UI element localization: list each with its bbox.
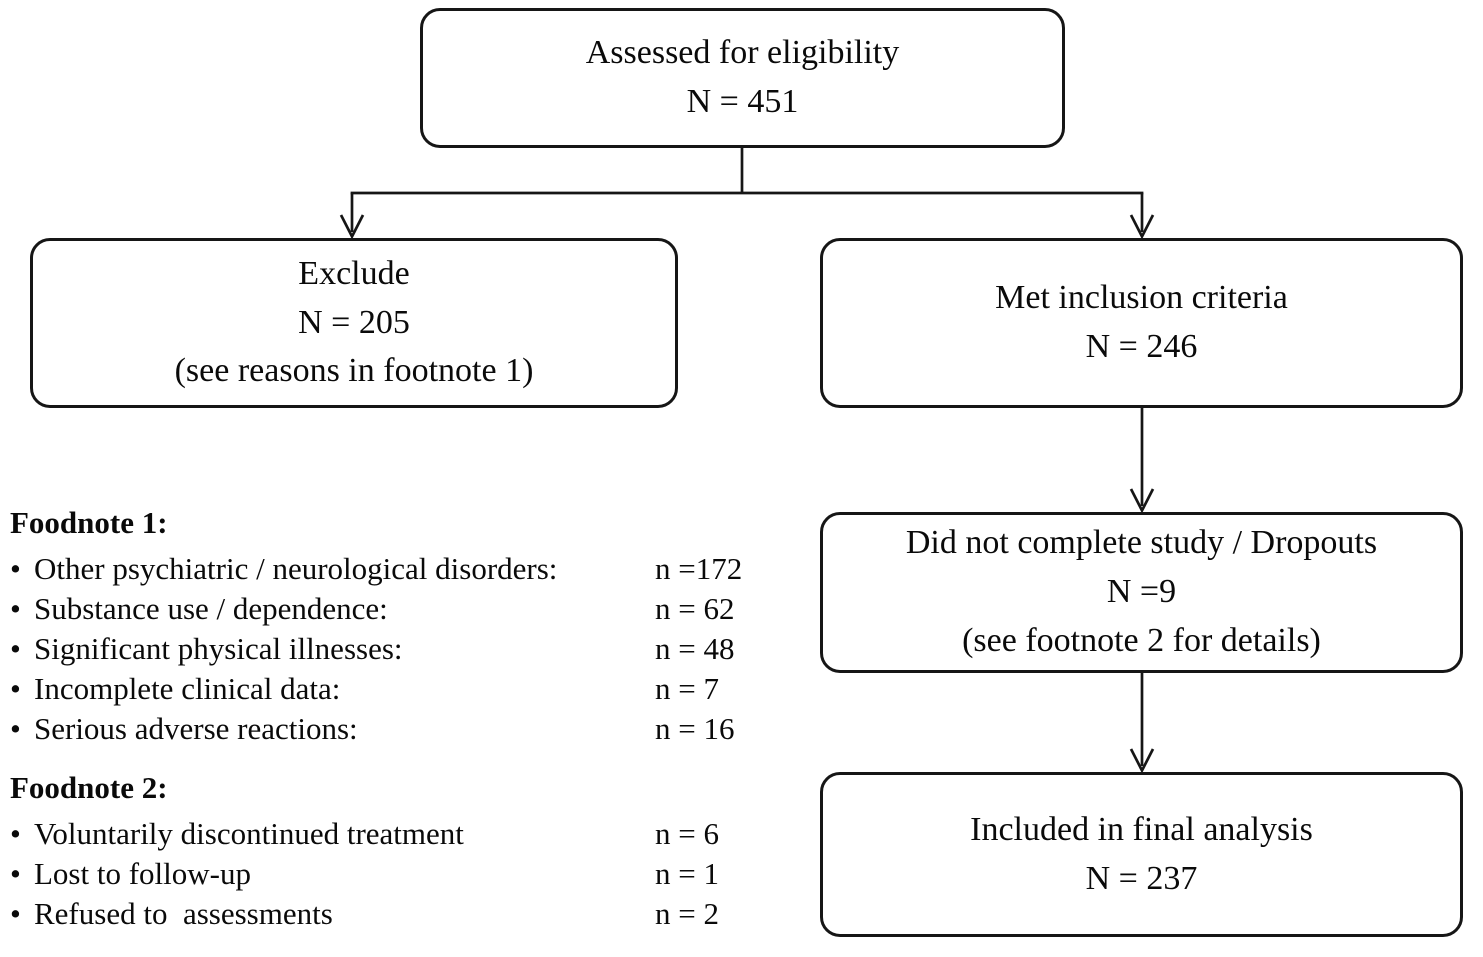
footnote-item-value: n = 6	[655, 816, 719, 851]
arrowhead-met-icon	[1129, 214, 1155, 240]
node-dropouts: Did not complete study / Dropouts N =9 (…	[820, 512, 1463, 673]
footnote-item-label: Lost to follow-up	[34, 856, 251, 891]
node-title: Did not complete study / Dropouts	[905, 524, 1378, 562]
bullet-icon: •	[10, 896, 21, 931]
footnote-item-label: Refused to assessments	[34, 896, 333, 931]
footnote-item-value: n = 7	[655, 671, 719, 706]
bullet-icon: •	[10, 591, 21, 626]
footnote-item-value: n = 48	[655, 631, 735, 666]
bullet-icon: •	[10, 711, 21, 746]
node-title: Met inclusion criteria	[995, 279, 1288, 317]
bullet-icon: •	[10, 856, 21, 891]
arrowhead-final-icon	[1129, 748, 1155, 774]
footnote-1-heading: Foodnote 1:	[10, 505, 168, 540]
footnote-item: • Refused to assessments n = 2	[10, 894, 765, 934]
footnote-item-label: Incomplete clinical data:	[34, 671, 341, 706]
arrowhead-excluded-icon	[339, 214, 365, 240]
node-count: N = 237	[1085, 859, 1198, 897]
footnote-item-label: Substance use / dependence:	[34, 591, 388, 626]
bullet-icon: •	[10, 816, 21, 851]
footnote-item: • Serious adverse reactions: n = 16	[10, 709, 765, 749]
node-title: Assessed for eligibility	[585, 34, 900, 72]
node-note: (see reasons in footnote 1)	[174, 352, 534, 390]
footnote-1: Foodnote 1: • Other psychiatric / neurol…	[10, 503, 765, 749]
footnote-item: • Other psychiatric / neurological disor…	[10, 549, 765, 589]
footnote-item: • Voluntarily discontinued treatment n =…	[10, 814, 765, 854]
footnote-item: • Substance use / dependence: n = 62	[10, 589, 765, 629]
node-met-inclusion-criteria: Met inclusion criteria N = 246	[820, 238, 1463, 408]
arrowhead-dropouts-icon	[1129, 488, 1155, 514]
node-note: (see footnote 2 for details)	[962, 621, 1321, 659]
footnote-item-label: Significant physical illnesses:	[34, 631, 403, 666]
footnote-item-value: n = 62	[655, 591, 735, 626]
footnote-item-label: Other psychiatric / neurological disorde…	[34, 551, 558, 586]
footnote-item-value: n =172	[655, 551, 743, 586]
node-count: N = 451	[686, 83, 799, 120]
bullet-icon: •	[10, 631, 21, 666]
node-assessed-for-eligibility: Assessed for eligibility N = 451	[420, 8, 1065, 148]
footnote-2-heading: Foodnote 2:	[10, 770, 168, 805]
footnote-item-value: n = 2	[655, 896, 719, 931]
node-title: Exclude	[298, 254, 410, 292]
footnote-item-value: n = 16	[655, 711, 735, 746]
footnote-2: Foodnote 2: • Voluntarily discontinued t…	[10, 768, 765, 934]
node-count: N =9	[1106, 573, 1177, 611]
footnote-item-label: Serious adverse reactions:	[34, 711, 358, 746]
footnote-item-label: Voluntarily discontinued treatment	[34, 816, 464, 851]
footnote-item: • Significant physical illnesses: n = 48	[10, 629, 765, 669]
footnote-item: • Incomplete clinical data: n = 7	[10, 669, 765, 709]
node-title: Included in final analysis	[970, 810, 1313, 848]
node-count: N = 205	[298, 303, 410, 341]
footnote-item-value: n = 1	[655, 856, 719, 891]
node-count: N = 246	[1085, 328, 1198, 365]
bullet-icon: •	[10, 551, 21, 586]
bullet-icon: •	[10, 671, 21, 706]
node-final-analysis: Included in final analysis N = 237	[820, 772, 1463, 937]
footnote-item: • Lost to follow-up n = 1	[10, 854, 765, 894]
node-excluded: Exclude N = 205 (see reasons in footnote…	[30, 238, 678, 408]
